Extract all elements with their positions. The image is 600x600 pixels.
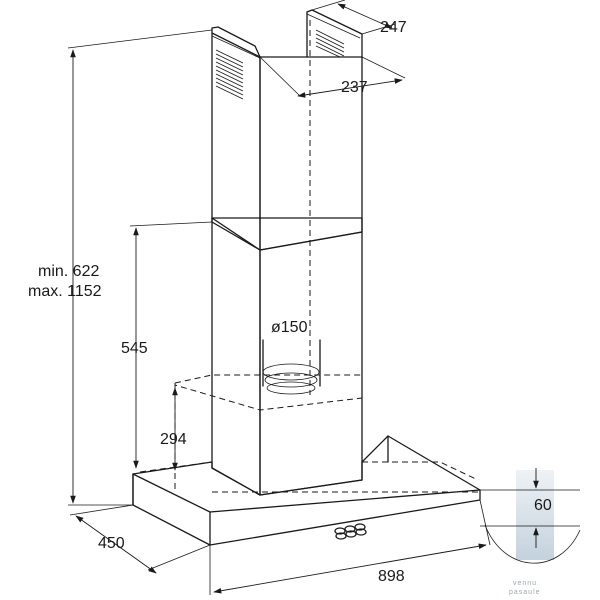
chimney-depth-label: 247 <box>380 19 407 36</box>
outlet-pipe <box>262 339 321 395</box>
control-buttons <box>334 523 367 540</box>
lower-chimney-height-label: 545 <box>121 340 148 357</box>
watermark-line2: pasaule <box>509 589 541 596</box>
outlet-diameter-label: ø150 <box>271 319 308 336</box>
watermark-line1: vennu <box>513 580 537 587</box>
height-min-label: min. 622 <box>38 263 99 280</box>
chimney-width-label: 237 <box>341 79 368 96</box>
height-max-label: max. 1152 <box>28 283 102 300</box>
hood-thickness-label: 60 <box>534 497 552 514</box>
dimension-lines <box>67 0 580 595</box>
hood-body <box>132 435 481 546</box>
hood-width-label: 898 <box>378 568 405 585</box>
watermark-logo: vennu pasaule <box>484 470 581 596</box>
outlet-height-label: 294 <box>160 431 187 448</box>
lower-chimney <box>211 217 363 496</box>
hidden-lines <box>139 20 480 493</box>
vent-slots-left <box>215 49 244 100</box>
vent-slots-right <box>315 29 345 58</box>
hood-depth-label: 450 <box>98 535 125 552</box>
upper-chimney <box>211 9 363 251</box>
